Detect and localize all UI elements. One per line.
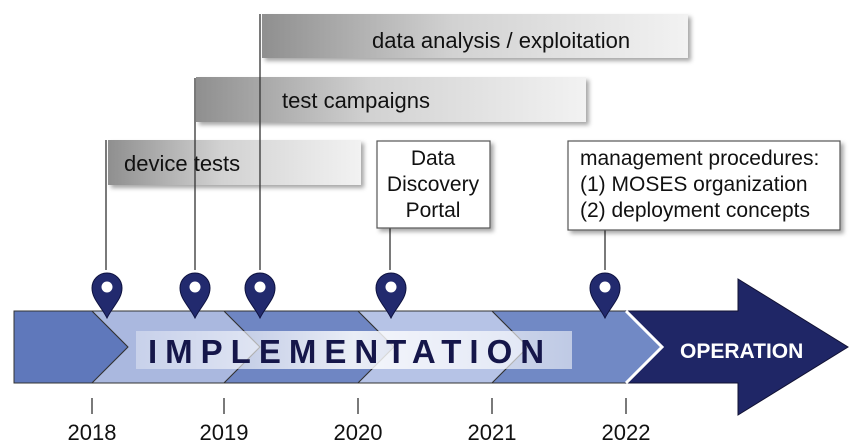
connector-lines bbox=[105, 14, 606, 270]
activity-bar-test-campaigns: test campaigns bbox=[196, 77, 586, 122]
year-label-2021: 2021 bbox=[468, 420, 517, 444]
map-pin-icon bbox=[375, 272, 407, 320]
implementation-label: IMPLEMENTATION bbox=[148, 333, 552, 370]
year-label-2022: 2022 bbox=[602, 420, 651, 444]
portal-line-2: Discovery bbox=[387, 173, 480, 196]
activity-label-test-campaigns: test campaigns bbox=[282, 88, 430, 113]
map-pin-icon bbox=[91, 272, 123, 320]
management-line-1: management procedures: bbox=[580, 147, 819, 170]
portal-line-1: Data bbox=[411, 147, 456, 170]
year-ticks bbox=[91, 398, 627, 414]
year-label-2019: 2019 bbox=[200, 420, 249, 444]
portal-line-3: Portal bbox=[406, 199, 461, 222]
map-pin-icon bbox=[179, 272, 211, 320]
operation-label: OPERATION bbox=[680, 340, 803, 363]
management-line-2: (1) MOSES organization bbox=[580, 173, 808, 196]
milestone-box-management: management procedures: (1) MOSES organiz… bbox=[567, 140, 841, 231]
implementation-label-band: IMPLEMENTATION bbox=[136, 331, 572, 370]
activity-bar-data-analysis: data analysis / exploitation bbox=[262, 14, 688, 58]
map-pin-icon bbox=[589, 272, 621, 320]
year-label-2018: 2018 bbox=[68, 420, 117, 444]
activity-label-data-analysis: data analysis / exploitation bbox=[372, 28, 630, 53]
management-line-3: (2) deployment concepts bbox=[580, 199, 810, 222]
activity-bar-device-tests: device tests bbox=[108, 140, 361, 185]
milestone-box-portal: Data Discovery Portal bbox=[376, 140, 491, 229]
activity-label-device-tests: device tests bbox=[124, 151, 240, 176]
milestone-pins bbox=[91, 272, 621, 320]
year-label-2020: 2020 bbox=[334, 420, 383, 444]
map-pin-icon bbox=[244, 272, 276, 320]
year-labels: 2018 2019 2020 2021 2022 bbox=[68, 420, 651, 444]
